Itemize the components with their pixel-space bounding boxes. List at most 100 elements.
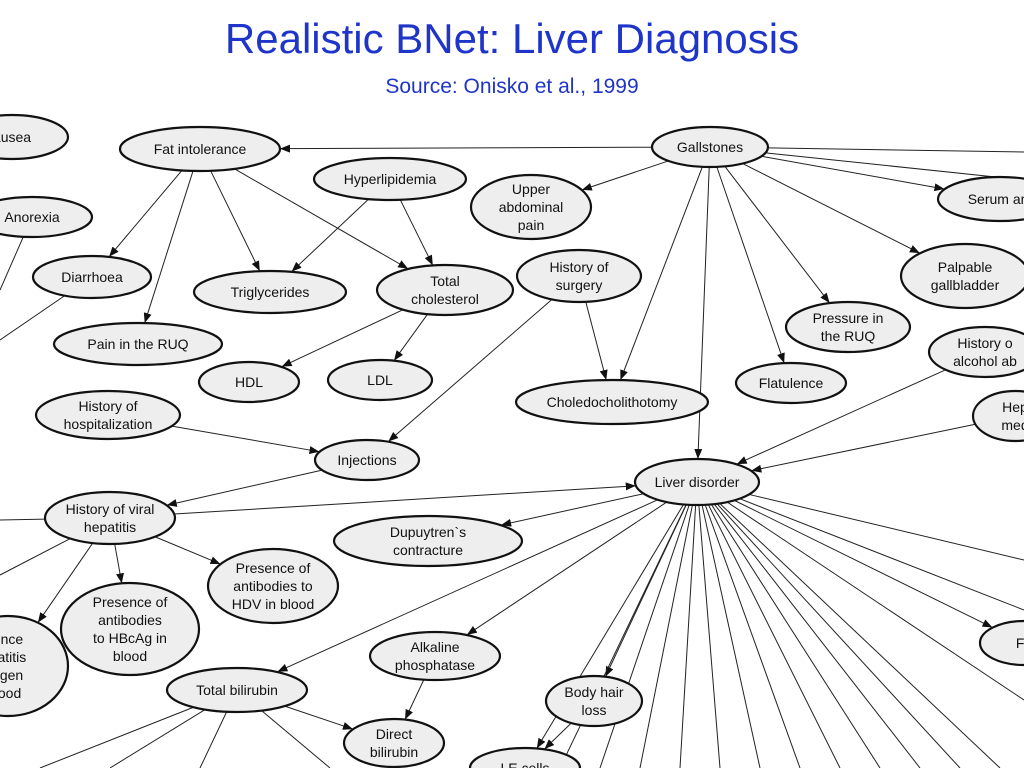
node-fa: Fa [978, 619, 1024, 667]
edge-total-bilirubin-offscreen [261, 710, 331, 768]
edge-gallstones-to-upper-abdominal-pain [581, 160, 669, 191]
edge-liver-disorder-offscreen [716, 503, 961, 768]
node-gallstones: Gallstones [650, 125, 770, 169]
edge-liver-disorder-offscreen [599, 504, 690, 768]
edge-anorexia-offscreen [0, 236, 24, 291]
node-liver-disorder: Liver disorder [633, 457, 761, 507]
node-ellipse [165, 666, 309, 714]
node-label: loss [582, 702, 607, 718]
edge-gallstones-offscreen [767, 147, 1024, 153]
node-ellipse [52, 321, 224, 367]
node-label: Injections [337, 452, 396, 468]
node-label: HDL [235, 374, 263, 390]
node-ellipse [375, 263, 515, 317]
node-label: to HBcAg in [93, 630, 167, 646]
node-hepatitis-antigen: encepatitistigenlood [0, 614, 70, 718]
node-label: phosphatase [395, 657, 475, 673]
node-label: ausea [0, 129, 31, 145]
node-ellipse [971, 389, 1024, 443]
edge-liver-disorder-offscreen [698, 504, 721, 768]
node-hyperlipidemia: Hyperlipidemia [312, 156, 468, 202]
node-label: History of [78, 398, 137, 414]
node-ellipse [43, 490, 177, 546]
node-ellipse [927, 325, 1024, 379]
edge-gallstones-to-choledocholithotomy [620, 166, 703, 381]
node-label: Presence of [236, 560, 311, 576]
edge-injections-to-history-viral-hepatitis [166, 469, 323, 507]
edge-liver-disorder-offscreen [679, 504, 697, 768]
edge-total-bilirubin-offscreen [39, 706, 194, 768]
edge-liver-disorder-offscreen [739, 498, 1024, 611]
node-label: hepatitis [84, 519, 136, 535]
node-injections: Injections [313, 438, 421, 482]
edge-history-viral-hepatitis-to-antibodies-hbcag [114, 543, 124, 584]
edge-history-viral-hepatitis-to-hepatitis-antigen [37, 542, 94, 623]
node-ellipse [734, 361, 848, 405]
node-label: Triglycerides [231, 284, 310, 300]
edge-history-viral-hepatitis-to-liver-disorder [174, 482, 636, 515]
edge-hepatotoxic-meds-to-liver-disorder [751, 423, 976, 473]
edge-history-alcohol-to-liver-disorder [736, 369, 946, 465]
node-anorexia: Anorexia [0, 195, 94, 239]
edge-liver-disorder-offscreen [710, 504, 881, 768]
edge-fat-intolerance-to-total-cholesterol [234, 168, 409, 269]
node-ellipse [368, 630, 502, 682]
edge-history-of-surgery-to-injections [388, 299, 553, 442]
edge-liver-disorder-to-dupuytrens [501, 493, 644, 527]
node-label: Direct [376, 726, 413, 742]
edge-fat-intolerance-to-diarrhoea [109, 170, 183, 257]
edge-alkaline-phosphatase-to-direct-bilirubin [405, 679, 425, 720]
node-label: cholesterol [411, 291, 479, 307]
node-label: Serum am [968, 191, 1024, 207]
edge-total-bilirubin-offscreen [199, 711, 228, 768]
edge-gallstones-offscreen [765, 152, 1024, 181]
edge-history-of-hospitalization-to-injections [171, 425, 320, 454]
node-label: lood [0, 685, 21, 701]
node-label: contracture [393, 542, 463, 558]
node-label: patitis [0, 649, 26, 665]
edge-hyperlipidemia-to-triglycerides [291, 198, 369, 272]
node-ellipse [544, 674, 644, 728]
node-ellipse [312, 156, 468, 202]
node-label: LE cells [500, 760, 549, 768]
node-ellipse [469, 173, 593, 241]
node-label: Presence of [93, 594, 168, 610]
node-ellipse [650, 125, 770, 169]
node-label: Hep [1002, 399, 1024, 415]
node-label: abdominal [499, 199, 564, 215]
node-label: History of viral [66, 501, 155, 517]
node-label: gallbladder [931, 277, 1000, 293]
node-ellipse [468, 746, 582, 768]
node-ellipse [313, 438, 421, 482]
edge-history-viral-hepatitis-offscreen [0, 538, 71, 576]
edge-liver-disorder-to-total-bilirubin [277, 499, 658, 672]
edge-liver-disorder-offscreen [713, 503, 921, 768]
node-ellipse [936, 175, 1024, 223]
node-ellipse [31, 254, 153, 300]
edge-gallstones-to-flatulence [716, 166, 785, 364]
node-label: bilirubin [370, 744, 418, 760]
node-ellipse [197, 360, 301, 404]
edge-liver-disorder-offscreen [701, 504, 761, 768]
edge-total-bilirubin-offscreen [109, 709, 206, 768]
edge-gallstones-to-serum-am [761, 155, 945, 192]
node-label: Choledocholithotomy [547, 394, 678, 410]
node-label: Hyperlipidemia [344, 171, 437, 187]
node-serum-am: Serum am [936, 175, 1024, 223]
node-label: Dupuytren`s [390, 524, 466, 540]
edge-fat-intolerance-to-triglycerides [210, 170, 260, 272]
node-label: LDL [367, 372, 393, 388]
node-label: Diarrhoea [61, 269, 123, 285]
node-label: tigen [0, 667, 23, 683]
node-ellipse [633, 457, 761, 507]
edge-hyperlipidemia-to-total-cholesterol [399, 199, 433, 266]
node-ellipse [342, 717, 446, 768]
node-label: surgery [556, 277, 603, 293]
